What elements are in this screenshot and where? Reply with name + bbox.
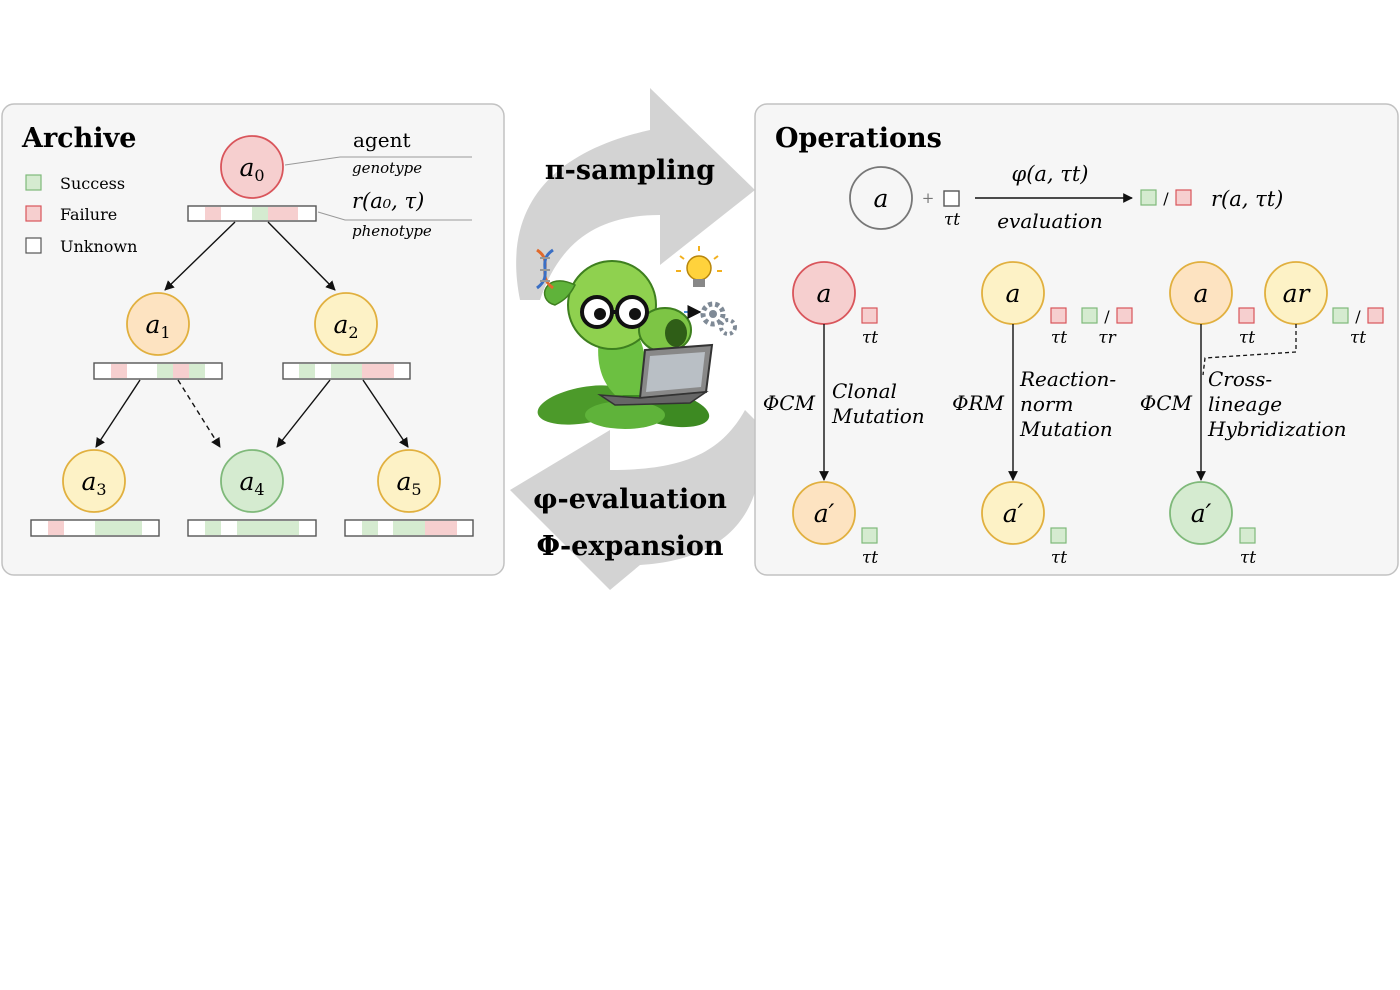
eval-agent: a [874, 184, 889, 213]
svg-text:a4: a4 [239, 467, 264, 499]
svg-text:τt: τt [1239, 328, 1255, 348]
svg-text:/: / [1163, 189, 1169, 208]
svg-text:τt: τt [1240, 548, 1256, 568]
svg-text:a′: a′ [1191, 499, 1212, 528]
legend-failure-label: Failure [60, 205, 117, 224]
legend-unknown-label: Unknown [60, 237, 137, 256]
op-symbol: ΦCM [1140, 391, 1193, 415]
partner-agent: ar [1283, 279, 1312, 308]
svg-text:a′: a′ [814, 499, 835, 528]
legend-failure-swatch [25, 205, 42, 222]
agent-label: agent [353, 128, 410, 152]
node-a4: a4 [220, 449, 284, 513]
legend-success-label: Success [60, 174, 125, 193]
op-cross-lineage-hybridization: a τt ar / τt ΦCM Cross- lineage Hybridiz… [1140, 261, 1384, 568]
svg-text:norm: norm [1020, 392, 1073, 416]
op-clonal-mutation: a τt ΦCM Clonal Mutation a′ τt [763, 261, 925, 568]
mascot-illustration [536, 246, 737, 429]
lightbulb-icon [676, 246, 722, 287]
svg-text:a5: a5 [396, 467, 421, 499]
op-reaction-norm-mutation: a τt / τr ΦRM Reaction- norm Mutation a′… [952, 261, 1133, 568]
svg-text:τt: τt [1051, 328, 1067, 348]
svg-text:+: + [922, 189, 935, 207]
svg-text:a1: a1 [145, 310, 170, 342]
svg-text:τt: τt [862, 328, 878, 348]
phenotype-bar-a1 [93, 362, 223, 380]
node-a5: a5 [377, 449, 441, 513]
svg-text:a: a [1194, 279, 1209, 308]
eval-task: τt [944, 210, 960, 230]
eval-result: r(a, τt) [1211, 187, 1283, 211]
op-symbol: ΦCM [763, 391, 816, 415]
phenotype-bar-a4 [187, 519, 317, 537]
phenotype-bar-a2 [282, 362, 411, 380]
genotype-label: genotype [352, 159, 422, 177]
node-a0: a0 [220, 135, 284, 199]
svg-text:τt: τt [1051, 548, 1067, 568]
archive-panel: Archive Success Failure Unknown agent ge… [1, 103, 505, 576]
svg-text:Clonal: Clonal [832, 379, 897, 403]
node-a1: a1 [126, 292, 190, 356]
phenotype-bar-a0 [187, 205, 317, 222]
legend-unknown-swatch [25, 237, 42, 254]
svg-text:Cross-: Cross- [1208, 367, 1272, 391]
svg-text:Reaction-: Reaction- [1019, 367, 1116, 391]
node-a3: a3 [62, 449, 126, 513]
svg-text:a: a [1006, 279, 1021, 308]
dna-icon [536, 248, 554, 290]
svg-text:τt: τt [862, 548, 878, 568]
sampling-label: π-sampling [545, 155, 715, 186]
phenotype-label: phenotype [352, 222, 432, 240]
phenotype-formula: r(a₀, τ) [352, 189, 424, 213]
expansion-label: Φ-expansion [536, 531, 723, 562]
svg-text:Hybridization: Hybridization [1207, 417, 1347, 441]
node-a2: a2 [314, 292, 378, 356]
phenotype-bar-a5 [344, 519, 474, 537]
svg-text:a′: a′ [1003, 499, 1024, 528]
svg-text:Mutation: Mutation [1019, 417, 1113, 441]
svg-text:/: / [1355, 307, 1361, 326]
archive-title: Archive [21, 123, 136, 154]
operations-panel: Operations a + τt φ(a, τt) evaluation / … [754, 103, 1399, 576]
gear-icon [684, 301, 737, 336]
evaluation-row: a + τt φ(a, τt) evaluation / r(a, τt) [849, 162, 1283, 233]
operations-title: Operations [775, 123, 942, 154]
svg-text:/: / [1104, 307, 1110, 326]
svg-text:a0: a0 [239, 153, 264, 185]
legend-success-swatch [25, 174, 42, 191]
svg-text:τr: τr [1098, 328, 1116, 348]
phenotype-bar-a3 [30, 519, 160, 537]
svg-text:a: a [817, 279, 832, 308]
svg-text:a2: a2 [333, 310, 358, 342]
eval-label: evaluation [997, 209, 1103, 233]
svg-text:τt: τt [1350, 328, 1366, 348]
evaluation-label: φ-evaluation [533, 484, 727, 515]
op-symbol: ΦRM [952, 391, 1004, 415]
eval-formula: φ(a, τt) [1011, 162, 1088, 186]
svg-text:a3: a3 [81, 467, 106, 499]
svg-text:Mutation: Mutation [831, 404, 925, 428]
svg-text:lineage: lineage [1208, 392, 1282, 416]
legend: Success Failure Unknown [25, 174, 137, 256]
cycle-arrows [510, 88, 762, 590]
